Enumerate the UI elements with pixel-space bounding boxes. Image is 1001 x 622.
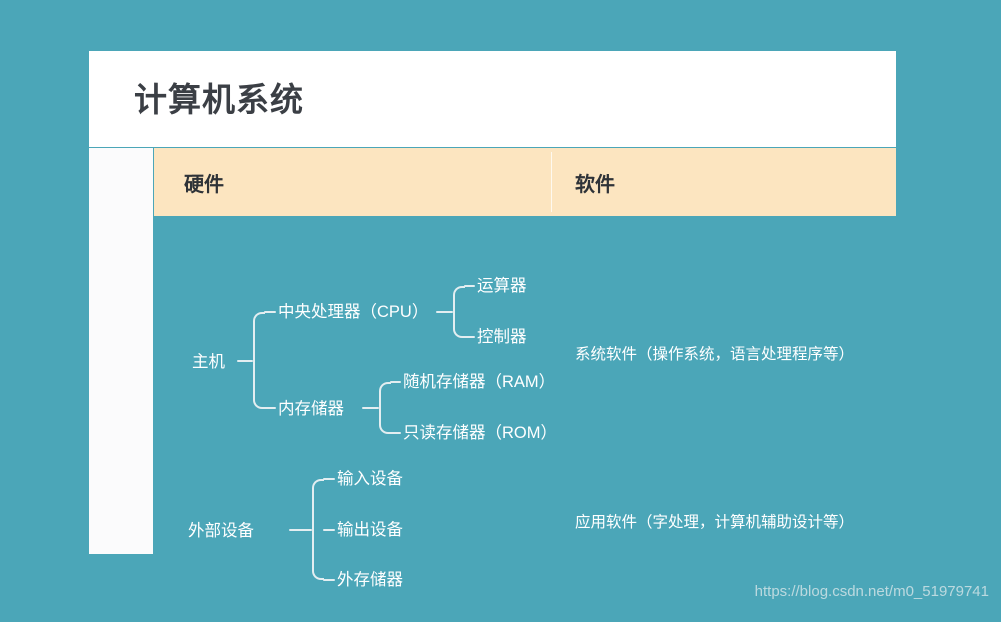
brace-host	[253, 312, 265, 409]
watermark: https://blog.csdn.net/m0_51979741	[754, 583, 989, 600]
title-band: 计算机系统	[89, 51, 896, 147]
node-memory: 内存储器	[278, 400, 344, 418]
node-application-software: 应用软件（字处理，计算机辅助设计等）	[575, 514, 855, 531]
connector-peripheral-to-storage	[323, 579, 335, 581]
node-ram: 随机存储器（RAM）	[403, 373, 556, 391]
page-title: 计算机系统	[134, 81, 304, 118]
node-cpu: 中央处理器（CPU）	[278, 303, 429, 321]
header-column-divider	[551, 152, 552, 212]
node-host: 主机	[192, 353, 225, 371]
connector-cpu-to-control	[464, 336, 475, 338]
connector-host-to-memory	[264, 407, 276, 409]
node-control-unit: 控制器	[477, 328, 527, 346]
node-external-storage: 外存储器	[337, 571, 403, 589]
connector-memory-to-ram	[390, 381, 401, 383]
node-alu: 运算器	[477, 277, 527, 295]
connector-cpu-to-alu	[464, 285, 475, 287]
brace-cpu	[453, 286, 465, 338]
connector-peripheral-stem	[289, 529, 312, 531]
slide-card: 计算机系统 硬件 软件 主机 中央处理器（CPU） 内存储器 运算器 控制器	[89, 51, 896, 588]
connector-memory-to-rom	[390, 432, 401, 434]
left-spine-column	[89, 148, 153, 554]
node-peripheral: 外部设备	[188, 522, 254, 540]
brace-peripheral	[312, 479, 324, 580]
table-header-row: 硬件 软件	[154, 148, 896, 216]
node-system-software: 系统软件（操作系统，语言处理程序等）	[575, 346, 855, 363]
connector-host-stem	[237, 360, 253, 362]
connector-peripheral-to-output	[323, 529, 335, 531]
connector-host-to-cpu	[264, 311, 276, 313]
node-input-device: 输入设备	[337, 470, 403, 488]
column-header-hardware: 硬件	[184, 173, 224, 196]
brace-memory	[379, 382, 391, 434]
diagram-body: 主机 中央处理器（CPU） 内存储器 运算器 控制器 随机存储器（RAM） 只读…	[154, 216, 896, 588]
node-rom: 只读存储器（ROM）	[403, 424, 557, 442]
node-output-device: 输出设备	[337, 521, 403, 539]
connector-peripheral-to-input	[323, 478, 335, 480]
connector-memory-stem	[362, 407, 379, 409]
connector-cpu-stem	[436, 311, 453, 313]
column-header-software: 软件	[575, 173, 615, 196]
